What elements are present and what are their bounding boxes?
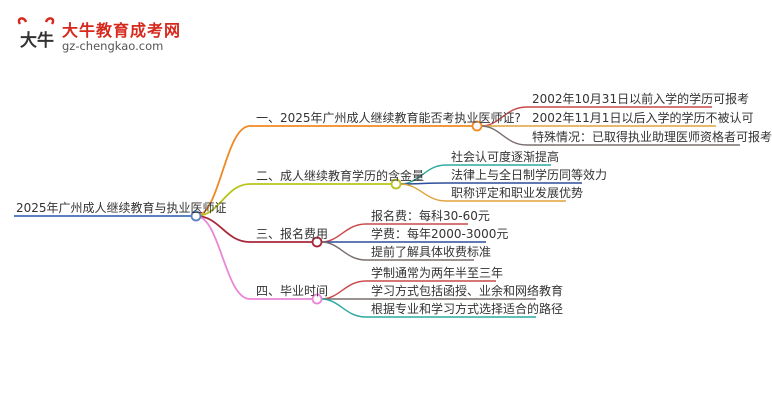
- branch-1-leaf-3[interactable]: 特殊情况：已取得执业助理医师资格者可报考: [532, 130, 772, 144]
- connector-branch-4: [195, 215, 251, 300]
- mindmap-connectors: [14, 106, 740, 318]
- site-title: 大牛教育成考网: [62, 21, 182, 40]
- root-label[interactable]: 2025年广州成人继续教育与执业医师证: [16, 201, 227, 215]
- ox-logo-icon: 大牛: [17, 17, 55, 51]
- branch-3-node: [311, 236, 323, 248]
- branch-4-label[interactable]: 四、毕业时间: [256, 284, 329, 298]
- branch-4-leaf-1[interactable]: 学制通常为两年半至三年: [371, 266, 504, 280]
- branch-4-leaf-2[interactable]: 学习方式包括函授、业余和网络教育: [371, 284, 564, 298]
- branch-3-label[interactable]: 三、报名费用: [256, 227, 329, 241]
- branch-2-leaf-2[interactable]: 法律上与全日制学历同等效力: [451, 168, 608, 182]
- branch-1-leaf-2[interactable]: 2002年11月1日以后入学的学历不被认可: [532, 111, 754, 125]
- branch-2-label[interactable]: 二、成人继续教育学历的含金量: [256, 169, 425, 183]
- connector-branch-3: [195, 215, 251, 243]
- connector-branch-2: [195, 183, 251, 217]
- logo-glyph-text: 大牛: [20, 30, 54, 51]
- branch-3-leaf-2[interactable]: 学费：每年2000-3000元: [371, 227, 509, 241]
- branch-1-label[interactable]: 一、2025年广州成人继续教育能否考执业医师证?: [256, 111, 521, 125]
- site-url: gz-chengkao.com: [62, 39, 164, 53]
- branch-3-leaf-3[interactable]: 提前了解具体收费标准: [371, 245, 492, 259]
- branch-3-leaf-1[interactable]: 报名费：每科30-60元: [371, 209, 490, 223]
- branch-1-node: [471, 120, 483, 132]
- branch-2-leaf-3[interactable]: 职称评定和职业发展优势: [451, 186, 584, 200]
- root-node: [190, 210, 202, 222]
- site-logo[interactable]: 大牛 大牛教育成考网 gz-chengkao.com: [14, 14, 184, 58]
- branch-2-leaf-1[interactable]: 社会认可度逐渐提高: [451, 150, 560, 164]
- connector-branch-1: [195, 125, 251, 217]
- branch-2-node: [390, 178, 402, 190]
- branch-4-node: [311, 293, 323, 305]
- branch-4-leaf-3[interactable]: 根据专业和学习方式选择适合的路径: [371, 302, 564, 316]
- branch-1-leaf-1[interactable]: 2002年10月31日以前入学的学历可报考: [532, 92, 750, 106]
